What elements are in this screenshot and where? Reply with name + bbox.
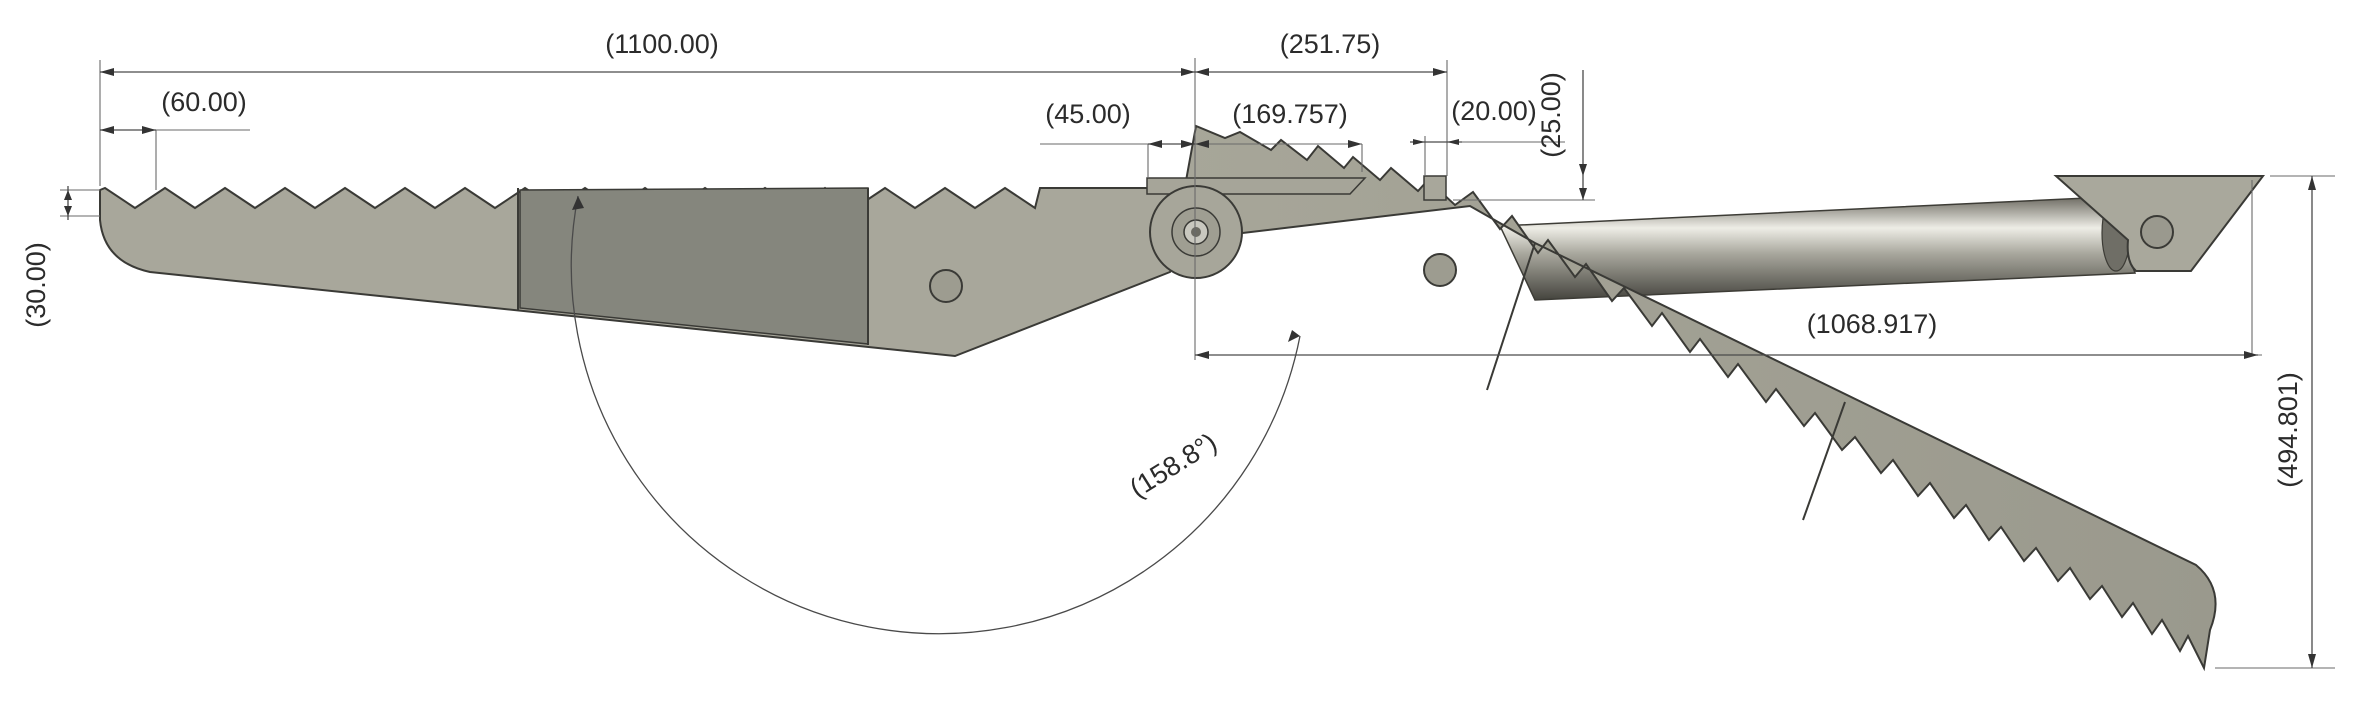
dim-rod-span: (1068.917)	[1807, 309, 1938, 339]
support-rod	[1498, 194, 2137, 301]
dim-stop-width: (20.00)	[1451, 96, 1537, 126]
upper-jaw-mid-plate	[519, 187, 869, 345]
dim-tooth-pitch: (60.00)	[161, 87, 247, 117]
dimension-labels: (1100.00) (251.75) (60.00) (45.00) (169.…	[21, 29, 2303, 504]
jaw-assembly	[99, 124, 2266, 672]
stop-block	[1423, 175, 1447, 201]
dim-overall-length: (1100.00)	[605, 29, 719, 59]
upper-jaw-pin	[929, 269, 963, 303]
dim-opening-angle: (158.8°)	[1124, 427, 1222, 504]
dim-upper-arm-length: (251.75)	[1280, 29, 1381, 59]
dim-pin-spacing: (169.757)	[1232, 99, 1348, 129]
lower-jaw-pin	[1423, 253, 1457, 287]
dimension-annotations	[60, 58, 2335, 669]
lower-jaw-details	[1423, 242, 1846, 521]
dim-tooth-depth: (30.00)	[21, 242, 51, 328]
main-pivot	[1149, 185, 1243, 279]
rod-bracket	[2053, 175, 2266, 272]
dim-vertical-span: (494.801)	[2273, 372, 2303, 488]
bracket-pin	[2140, 215, 2174, 249]
upper-jaw	[99, 186, 1198, 358]
dim-stop-height: (25.00)	[1536, 72, 1566, 158]
dim-pivot-offset: (45.00)	[1045, 99, 1131, 129]
